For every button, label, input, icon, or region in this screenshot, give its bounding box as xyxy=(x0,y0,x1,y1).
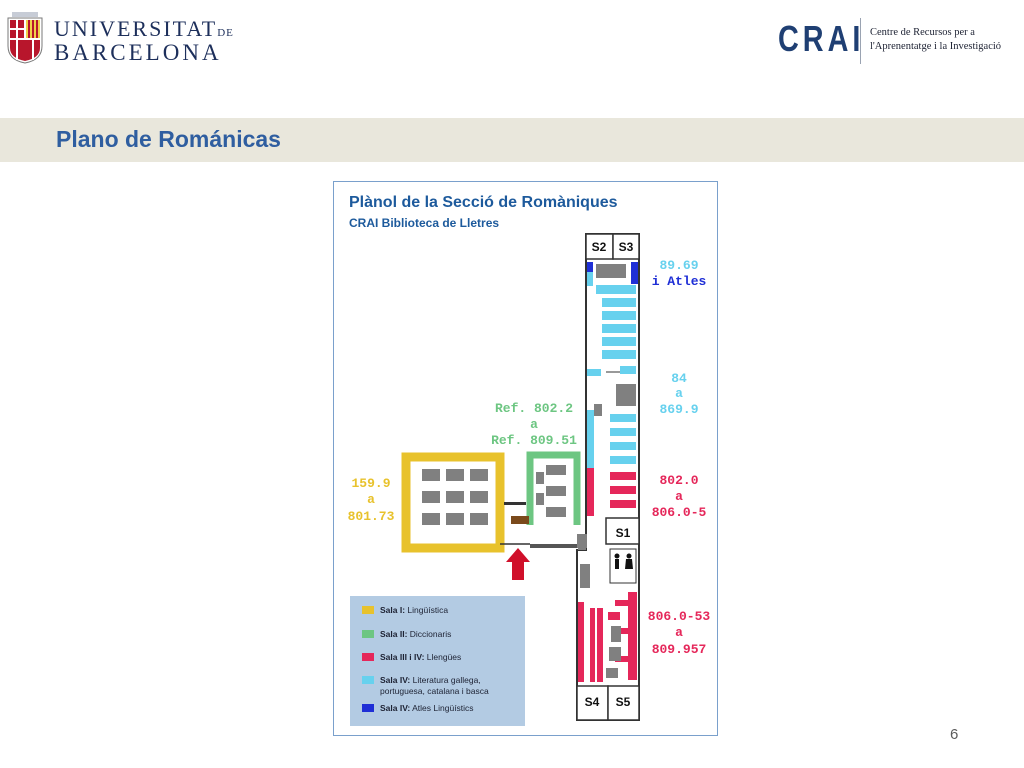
legend-item-sala-iv-atlas: Sala IV: Atles Lingüístics xyxy=(362,703,474,713)
map-title: Plànol de la Secció de Romàniques xyxy=(349,194,618,211)
crai-logo-divider xyxy=(860,18,861,64)
atlas-shelf-left xyxy=(587,262,593,272)
desk-brown xyxy=(511,516,529,524)
floor-plan-frame: Plànol de la Secció de Romàniques CRAI B… xyxy=(333,181,718,736)
label-yellow-2: a xyxy=(367,492,375,507)
label-blue-mid-1: 84 xyxy=(671,371,687,386)
label-red-1-1: 802.0 xyxy=(659,473,698,488)
label-red-2-2: a xyxy=(675,625,683,640)
restroom-icon xyxy=(609,548,637,584)
shelves-red-middle xyxy=(587,468,636,516)
crai-logo-word: CRAI xyxy=(778,18,865,59)
legend-item-sala-ii-label: Diccionaris xyxy=(407,629,451,639)
crai-logo-subtitle-line2: l'Aprenentatge i la Investigació xyxy=(870,41,1002,52)
label-green-1: Ref. 802.2 xyxy=(495,401,573,416)
room-s1-label: S1 xyxy=(616,526,631,540)
reading-table-top xyxy=(596,264,626,278)
crai-logo-subtitle-line1: Centre de Recursos per a xyxy=(870,27,975,38)
label-yellow-1: 159.9 xyxy=(351,476,390,491)
legend-item-sala-iv-literature: Sala IV: Literatura gallega, portuguesa,… xyxy=(362,675,489,696)
room-s4-box xyxy=(576,685,609,721)
sala-ii-dictionaries xyxy=(526,451,581,525)
room-s5-label: S5 xyxy=(616,695,631,709)
ub-logo-line2: BARCELONA xyxy=(54,40,222,65)
svg-text:Sala II: Diccionaris: Sala II: Diccionaris xyxy=(380,629,451,639)
ub-logo-line1-suffix: DE xyxy=(217,27,234,39)
shelves-red-lower xyxy=(578,592,637,682)
floor-plan: Plànol de la Secció de Romàniques CRAI B… xyxy=(348,194,711,726)
room-s3-label: S3 xyxy=(619,240,634,254)
room-s4-label: S4 xyxy=(585,695,600,709)
svg-text:Sala IV: Atles Lingüístics: Sala IV: Atles Lingüístics xyxy=(380,703,474,713)
svg-text:Sala I: Lingüística: Sala I: Lingüística xyxy=(380,605,448,615)
room-s4: S4 xyxy=(576,685,609,721)
shelves-blue-upper xyxy=(587,285,636,376)
legend-item-sala-iv-literature-label: Literatura gallega, xyxy=(410,675,480,685)
room-s5: S5 xyxy=(607,685,640,721)
page-title: Plano de Románicas xyxy=(56,126,281,152)
label-blue-mid-2: a xyxy=(675,386,683,401)
crai-logo-subtitle: Centre de Recursos per a l'Aprenentatge … xyxy=(870,26,1001,54)
shelves-blue-middle xyxy=(587,410,636,468)
entrance-arrow-icon xyxy=(506,548,530,580)
legend-item-sala-iii-iv-bold: Sala III i IV: xyxy=(380,652,425,662)
legend-item-sala-iv-atlas-bold: Sala IV: xyxy=(380,703,410,713)
room-s3: S3 xyxy=(612,233,640,260)
legend-item-sala-iii-iv-label: Llengües xyxy=(424,652,461,662)
svg-text:Sala IV: Literatura gallega,: Sala IV: Literatura gallega, xyxy=(380,675,481,685)
reading-table-mid xyxy=(616,384,636,406)
legend-item-sala-iv-atlas-label: Atles Lingüístics xyxy=(410,703,473,713)
reading-tables-lower xyxy=(606,626,621,678)
label-red-2-3: 809.957 xyxy=(652,642,707,657)
legend-box xyxy=(350,596,525,726)
legend-item-sala-ii: Sala II: Diccionaris xyxy=(362,629,451,639)
label-green-2: a xyxy=(530,417,538,432)
label-blue-top-1: 89.69 xyxy=(659,258,698,273)
legend: Sala I: Lingüística Sala II: Diccionaris… xyxy=(350,596,525,726)
sala-i-linguistics xyxy=(401,452,505,553)
legend-item-sala-i-bold: Sala I: xyxy=(380,605,405,615)
room-s1: S1 xyxy=(605,517,640,545)
ub-logo: UNIVERSITATDE BARCELONA xyxy=(6,12,233,66)
page-number: 6 xyxy=(950,726,959,743)
legend-item-sala-i-label: Lingüística xyxy=(405,605,448,615)
room-s1-box xyxy=(605,517,640,545)
label-red-1-2: a xyxy=(675,489,683,504)
legend-item-sala-iii-iv: Sala III i IV: Llengües xyxy=(362,652,461,662)
atlas-shelf-right xyxy=(631,262,638,284)
svg-text:Sala III i IV: Llengües: Sala III i IV: Llengües xyxy=(380,652,461,662)
label-red-2-1: 806.0-53 xyxy=(648,609,711,624)
title-bar xyxy=(0,118,1024,162)
legend-item-sala-ii-bold: Sala II: xyxy=(380,629,408,639)
shelf-blue-top-left xyxy=(587,272,593,286)
label-green-3: Ref. 809.51 xyxy=(491,433,577,448)
room-s2: S2 xyxy=(585,233,614,260)
room-s2-label: S2 xyxy=(592,240,607,254)
room-s3-box xyxy=(612,233,640,260)
label-yellow-3: 801.73 xyxy=(348,509,395,524)
legend-item-sala-iv-literature-bold: Sala IV: xyxy=(380,675,410,685)
ub-shield-icon xyxy=(7,12,43,64)
label-red-1-3: 806.0-5 xyxy=(652,505,707,520)
label-blue-mid-3: 869.9 xyxy=(659,402,698,417)
label-blue-top-2: i Atles xyxy=(652,274,707,289)
legend-item-sala-i: Sala I: Lingüística xyxy=(362,605,448,615)
room-s5-box xyxy=(607,685,640,721)
map-subtitle: CRAI Biblioteca de Lletres xyxy=(349,216,499,230)
legend-item-sala-iv-literature-line2: portuguesa, catalana i basca xyxy=(380,686,489,696)
ub-logo-line1: UNIVERSITAT xyxy=(54,16,218,41)
crai-logo: CRAI Centre de Recursos per a l'Aprenent… xyxy=(778,18,1018,66)
